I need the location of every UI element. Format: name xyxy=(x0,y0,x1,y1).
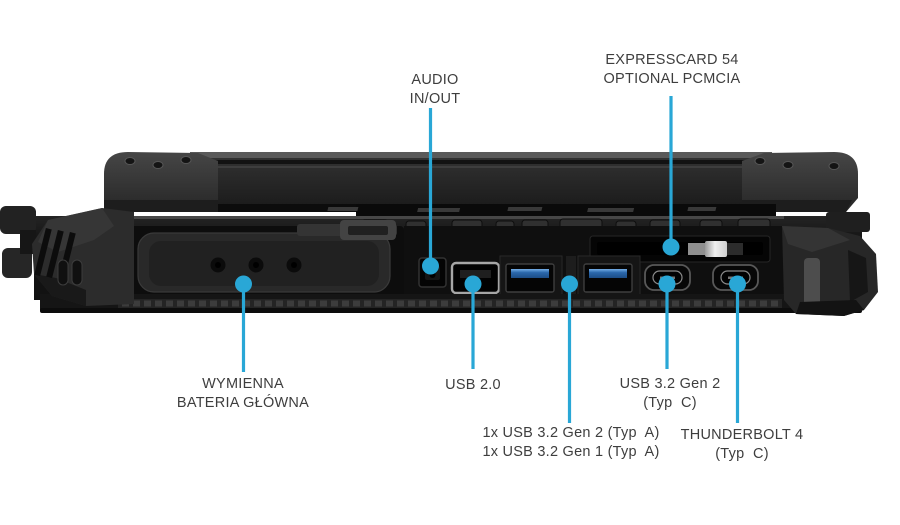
baseboard xyxy=(40,294,862,313)
screw-icon xyxy=(754,157,766,165)
usb3-port-1 xyxy=(499,255,563,299)
callout-dot-usb32-typ-a xyxy=(561,275,578,293)
screw-icon xyxy=(152,161,164,169)
callout-dot-audio xyxy=(422,257,439,275)
lid-groove xyxy=(190,160,772,164)
key-reflection xyxy=(327,207,359,211)
screw-icon xyxy=(828,162,840,170)
key-reflection xyxy=(587,208,635,212)
peg xyxy=(71,259,83,286)
callout-dot-usb2 xyxy=(464,275,482,293)
label-usb32-typ-c: USB 3.2 Gen 2 (Typ C) xyxy=(619,376,721,411)
label-thunderbolt4: THUNDERBOLT 4 (Typ C) xyxy=(680,427,804,462)
label-audio-in-out: AUDIO IN/OUT xyxy=(409,72,461,107)
left-corner-armor xyxy=(0,206,134,306)
expresscard-eject-button xyxy=(688,243,705,255)
callout-dot-expresscard xyxy=(662,238,680,256)
screw-icon xyxy=(782,161,794,169)
key-reflection xyxy=(417,208,461,212)
battery-compartment xyxy=(126,220,404,298)
left-lug xyxy=(0,206,36,234)
screw-icon xyxy=(124,157,136,165)
usb3-blue-tongue xyxy=(589,269,627,278)
peg xyxy=(57,259,69,286)
key-reflection xyxy=(687,207,717,211)
label-usb32-typ-a: 1x USB 3.2 Gen 2 (Typ A) 1x USB 3.2 Gen … xyxy=(482,425,660,460)
callout-lines xyxy=(241,96,740,423)
right-corner-armor xyxy=(782,212,878,316)
laptop-lid-edge xyxy=(104,152,858,212)
expresscard-eject-button xyxy=(705,241,727,257)
label-battery: WYMIENNA BATERIA GŁÓWNA xyxy=(176,376,310,411)
callout-dot-thunderbolt xyxy=(729,275,746,293)
callout-dot-usb32-typ-c xyxy=(658,275,676,293)
usb3-blue-tongue xyxy=(511,269,549,278)
label-usb2: USB 2.0 xyxy=(445,377,501,393)
label-expresscard: EXPRESSCARD 54 OPTIONAL PCMCIA xyxy=(603,52,741,87)
screw-icon xyxy=(180,156,192,164)
usb3-port-2 xyxy=(577,255,641,299)
body-top-highlight xyxy=(120,216,784,219)
callout-dots xyxy=(235,238,746,293)
lid-top-highlight xyxy=(190,152,772,158)
lid-bumper-left xyxy=(104,152,218,212)
left-lug xyxy=(2,248,32,278)
key-reflection xyxy=(507,207,543,211)
port-panel xyxy=(404,226,784,299)
callout-dot-battery xyxy=(235,275,252,293)
